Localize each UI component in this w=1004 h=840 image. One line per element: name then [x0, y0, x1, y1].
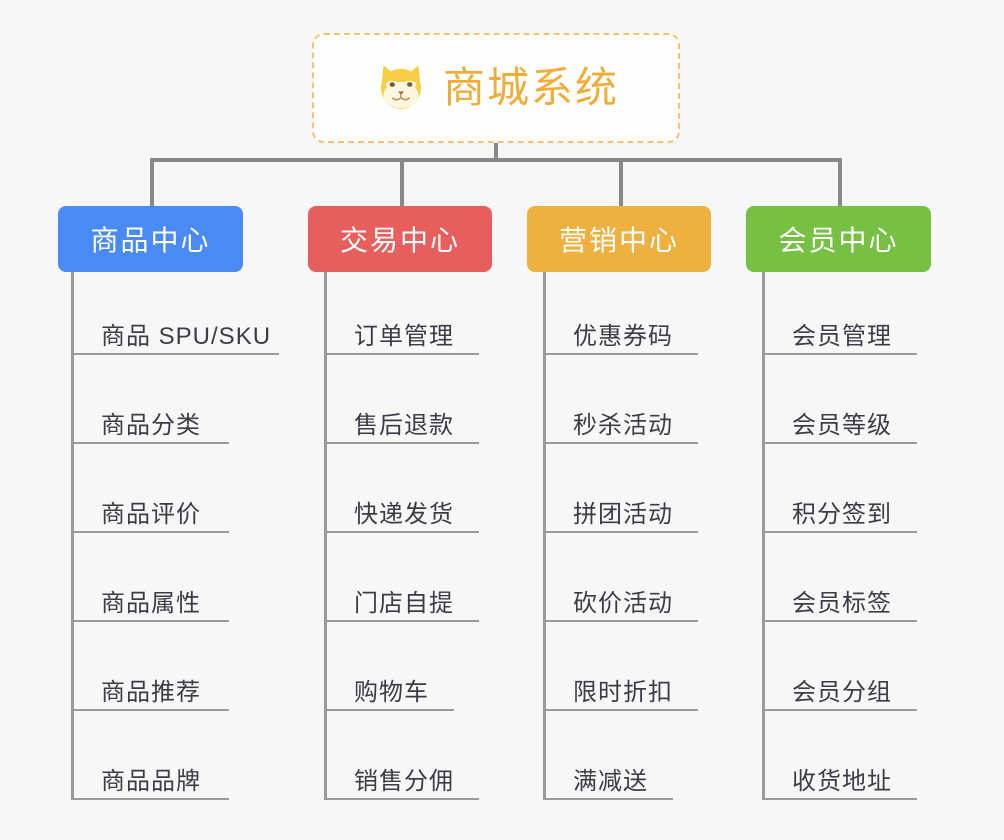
leaf-item-label: 商品 SPU/SKU	[101, 323, 272, 351]
leaf-item[interactable]: 会员等级	[762, 398, 917, 444]
leaf-item[interactable]: 售后退款	[324, 398, 479, 444]
leaf-item-label: 商品品牌	[101, 768, 201, 796]
leaf-item[interactable]: 门店自提	[324, 576, 479, 622]
category-card-4[interactable]: 会员中心	[746, 206, 931, 272]
branch-spine-1	[71, 272, 74, 800]
leaf-item-label: 会员分组	[792, 679, 892, 707]
leaf-item-label: 会员管理	[792, 323, 892, 351]
leaf-item-label: 门店自提	[354, 590, 454, 618]
branch-spine-2	[324, 272, 327, 800]
leaf-item[interactable]: 商品评价	[71, 487, 229, 533]
leaf-item-label: 满减送	[573, 768, 648, 796]
category-card-2[interactable]: 交易中心	[308, 206, 492, 272]
leaf-item-label: 收货地址	[792, 768, 892, 796]
leaf-item[interactable]: 满减送	[543, 754, 673, 800]
leaf-item[interactable]: 商品品牌	[71, 754, 229, 800]
connector-horizontal-bus	[150, 158, 842, 162]
leaf-item-label: 秒杀活动	[573, 412, 673, 440]
leaf-item[interactable]: 优惠券码	[543, 309, 698, 355]
category-card-label: 会员中心	[778, 225, 899, 256]
shiba-dog-face-icon	[380, 65, 422, 109]
leaf-item[interactable]: 商品 SPU/SKU	[71, 309, 279, 355]
leaf-item[interactable]: 商品推荐	[71, 665, 229, 711]
category-card-label: 商品中心	[90, 225, 211, 256]
category-card-label: 营销中心	[558, 225, 679, 256]
leaf-item-label: 购物车	[354, 679, 429, 707]
leaf-item[interactable]: 销售分佣	[324, 754, 479, 800]
leaf-item[interactable]: 砍价活动	[543, 576, 698, 622]
leaf-item[interactable]: 快递发货	[324, 487, 479, 533]
leaf-item-label: 会员标签	[792, 590, 892, 618]
leaf-item-label: 拼团活动	[573, 501, 673, 529]
root-node-title: 商城系统	[442, 64, 619, 111]
category-card-label: 交易中心	[339, 225, 460, 256]
branch-spine-4	[762, 272, 765, 800]
leaf-item[interactable]: 购物车	[324, 665, 454, 711]
leaf-item-label: 优惠券码	[573, 323, 673, 351]
leaf-item-label: 砍价活动	[573, 590, 673, 618]
category-card-1[interactable]: 商品中心	[58, 206, 243, 272]
branch-spine-3	[543, 272, 546, 800]
connector-drop-3	[619, 158, 623, 208]
leaf-item[interactable]: 收货地址	[762, 754, 917, 800]
leaf-item-label: 限时折扣	[573, 679, 673, 707]
leaf-item-label: 售后退款	[354, 412, 454, 440]
leaf-item[interactable]: 商品属性	[71, 576, 229, 622]
leaf-item[interactable]: 会员标签	[762, 576, 917, 622]
leaf-item[interactable]: 会员分组	[762, 665, 917, 711]
leaf-item-label: 商品分类	[101, 412, 201, 440]
category-card-3[interactable]: 营销中心	[527, 206, 711, 272]
connector-drop-4	[838, 158, 842, 208]
root-node-shop-system[interactable]: 商城系统	[312, 33, 680, 143]
leaf-item[interactable]: 限时折扣	[543, 665, 698, 711]
leaf-item-label: 会员等级	[792, 412, 892, 440]
leaf-item[interactable]: 积分签到	[762, 487, 917, 533]
leaf-item[interactable]: 商品分类	[71, 398, 229, 444]
leaf-item[interactable]: 拼团活动	[543, 487, 698, 533]
leaf-item-label: 商品属性	[101, 590, 201, 618]
leaf-item-label: 订单管理	[354, 323, 454, 351]
connector-root-stem	[494, 143, 498, 162]
leaf-item[interactable]: 订单管理	[324, 309, 479, 355]
leaf-item-label: 销售分佣	[354, 768, 454, 796]
leaf-item-label: 商品评价	[101, 501, 201, 529]
connector-drop-1	[150, 158, 154, 208]
connector-drop-2	[400, 158, 404, 208]
leaf-item-label: 商品推荐	[101, 679, 201, 707]
leaf-item-label: 快递发货	[354, 501, 454, 529]
leaf-item[interactable]: 会员管理	[762, 309, 917, 355]
leaf-item[interactable]: 秒杀活动	[543, 398, 698, 444]
leaf-item-label: 积分签到	[792, 501, 892, 529]
